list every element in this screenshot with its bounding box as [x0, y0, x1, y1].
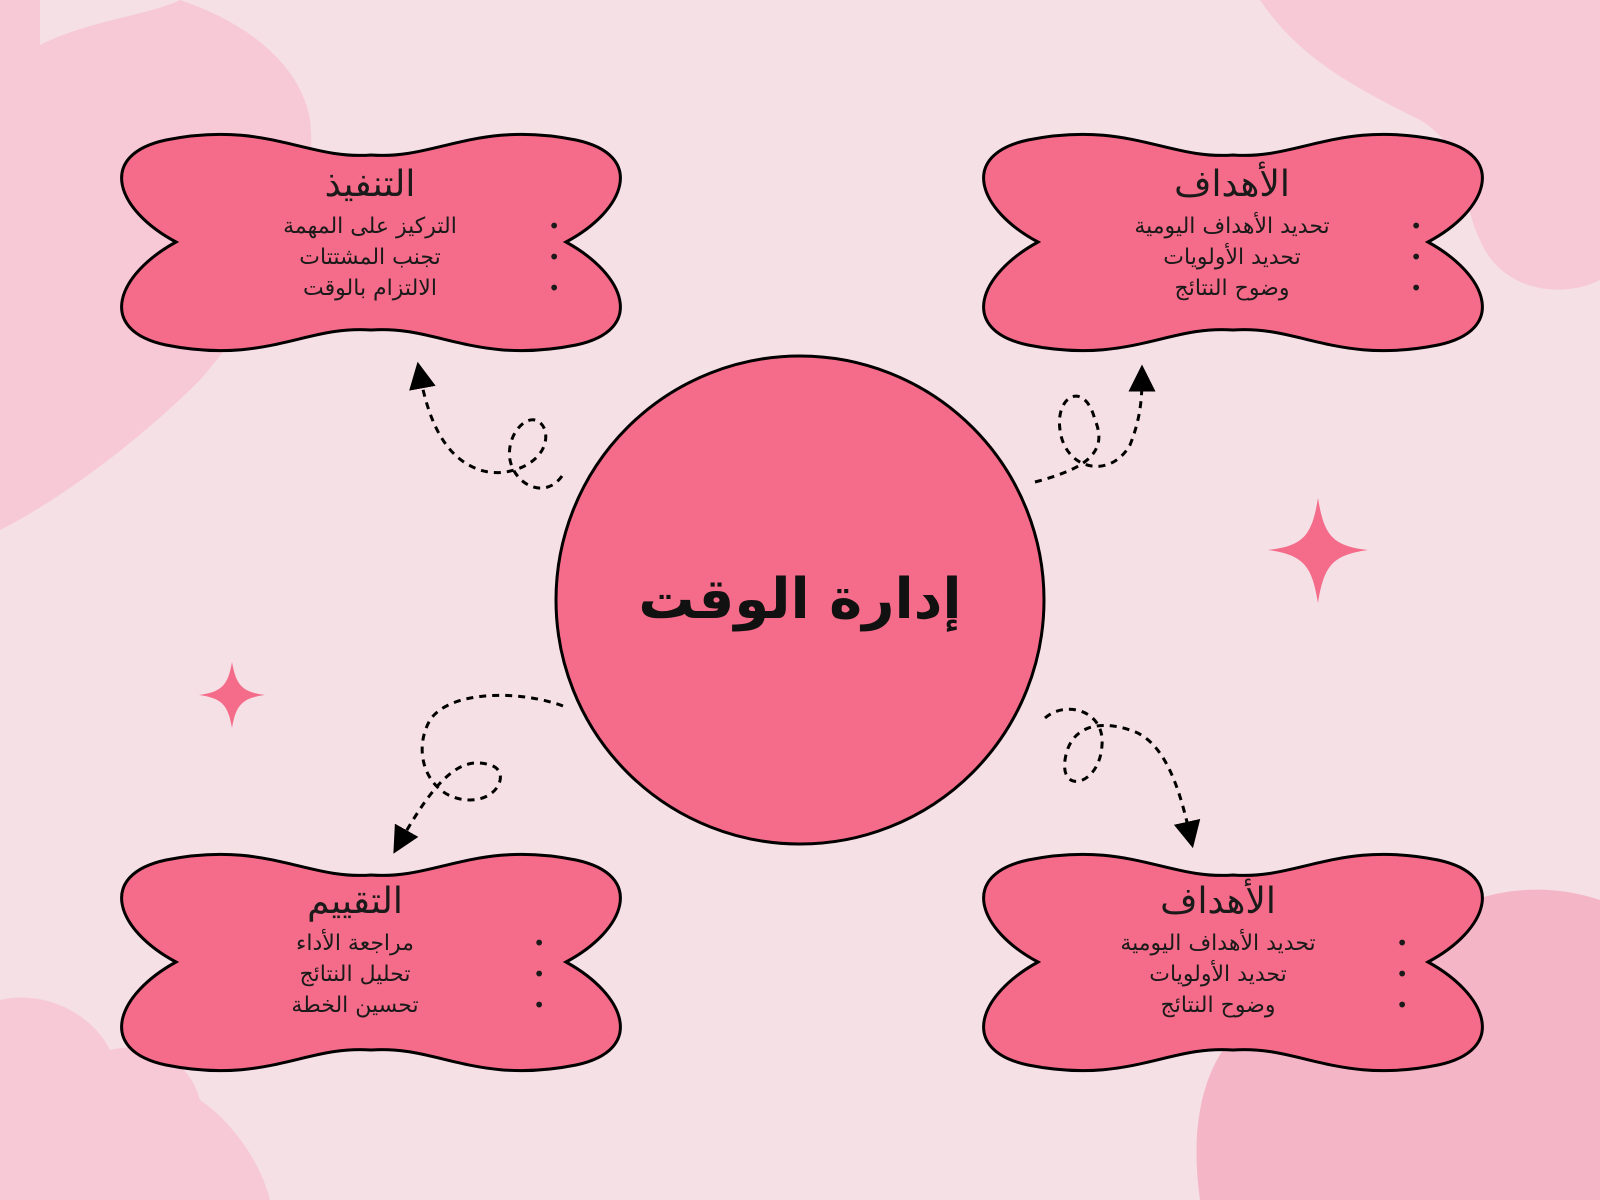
list-item: •مراجعة الأداء: [175, 928, 545, 959]
bullet-icon: •: [1410, 245, 1422, 269]
node-list: •تحديد الأهداف اليومية •تحديد الأولويات …: [1052, 211, 1423, 304]
node-title: الأهداف: [1174, 164, 1290, 205]
bullet-icon: •: [548, 245, 560, 269]
node-title: التنفيذ: [324, 164, 416, 205]
list-item: •التركيز على المهمة: [190, 211, 560, 242]
node-shape-bottom-right: [982, 852, 1484, 1073]
bullet-icon: •: [533, 931, 545, 955]
list-item: •تجنب المشتتات: [190, 242, 560, 273]
node-list: •مراجعة الأداء •تحليل النتائج •تحسين الخ…: [175, 928, 545, 1021]
central-circle: [554, 354, 1046, 846]
node-shape-top-right: [982, 132, 1484, 353]
background-blob-top-right: [1260, 0, 1600, 290]
list-item: •وضوح النتائج: [1038, 990, 1409, 1021]
node-goals-top: الأهداف •تحديد الأهداف اليومية •تحديد ال…: [1052, 163, 1423, 304]
bullet-icon: •: [533, 993, 545, 1017]
arrow-to-bottom-left: [393, 693, 564, 854]
bullet-icon: •: [1410, 276, 1422, 300]
node-goals-bottom: الأهداف •تحديد الأهداف اليومية •تحديد ال…: [1038, 880, 1409, 1021]
node-shape-bottom-left: [120, 852, 622, 1073]
node-list: •تحديد الأهداف اليومية •تحديد الأولويات …: [1038, 928, 1409, 1021]
bullet-icon: •: [1410, 214, 1422, 238]
list-item: •وضوح النتائج: [1052, 273, 1423, 304]
node-title: التقييم: [307, 881, 403, 922]
sparkle-left: [199, 662, 265, 728]
node-evaluation: التقييم •مراجعة الأداء •تحليل النتائج •ت…: [175, 880, 545, 1021]
background-blob-top-left-2: [40, 0, 180, 45]
background-blob-bottom-left: [0, 997, 270, 1200]
list-item: •تحسين الخطة: [175, 990, 545, 1021]
arrow-to-top-left: [409, 361, 564, 490]
list-item: •تحديد الأولويات: [1038, 959, 1408, 990]
node-title: الأهداف: [1160, 881, 1276, 922]
bullet-icon: •: [1396, 931, 1408, 955]
bullet-icon: •: [1396, 993, 1408, 1017]
list-item: •تحديد الأولويات: [1052, 242, 1422, 273]
bullet-icon: •: [1396, 962, 1408, 986]
list-item: •تحديد الأهداف اليومية: [1052, 211, 1422, 242]
node-shape-top-left: [120, 132, 622, 353]
sparkle-right: [1268, 498, 1368, 603]
node-list: •التركيز على المهمة •تجنب المشتتات •الال…: [190, 211, 560, 304]
bullet-icon: •: [533, 962, 545, 986]
bullet-icon: •: [548, 276, 560, 300]
central-title: إدارة الوقت: [638, 567, 962, 632]
list-item: •تحليل النتائج: [175, 959, 545, 990]
list-item: •الالتزام بالوقت: [190, 273, 560, 304]
list-item: •تحديد الأهداف اليومية: [1038, 928, 1408, 959]
arrow-to-top-right: [1034, 364, 1156, 484]
bullet-icon: •: [548, 214, 560, 238]
arrow-to-bottom-right: [1043, 707, 1201, 849]
node-execution: التنفيذ •التركيز على المهمة •تجنب المشتت…: [190, 163, 560, 304]
